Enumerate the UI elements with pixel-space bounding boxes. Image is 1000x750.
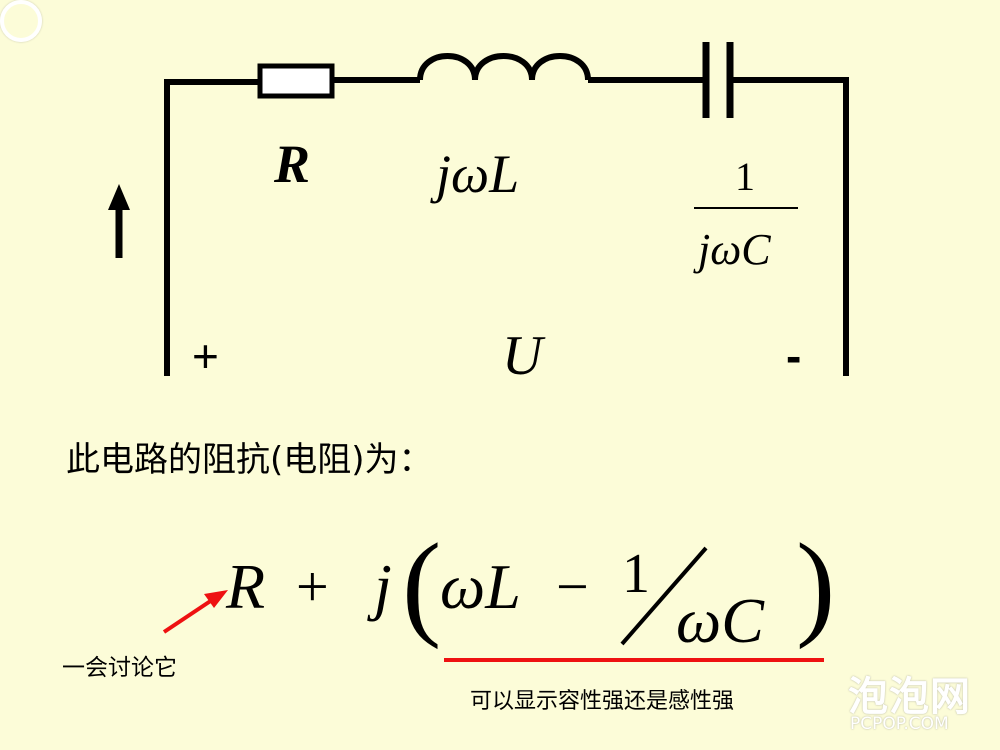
formula-omega-c: ωC <box>676 585 765 656</box>
arrow-note: 一会讨论它 <box>62 655 177 681</box>
left-wire <box>164 79 260 376</box>
inductor-coil <box>417 53 591 81</box>
voltage-label: U <box>502 325 546 387</box>
formula-one: 1 <box>622 543 650 605</box>
formula-open-paren: ( <box>402 519 441 650</box>
watermark-brand-cn: 泡泡网 <box>848 674 971 720</box>
red-arrow-icon <box>204 590 228 608</box>
capacitor-numerator: 1 <box>735 154 755 199</box>
impedance-caption: 此电路的阻抗(电阻)为： <box>66 440 433 480</box>
formula-plus: + <box>296 554 329 619</box>
formula-r: R <box>225 551 265 622</box>
formula-minus: − <box>556 554 589 619</box>
watermark-brand-en: PCPOP.COM <box>850 714 949 734</box>
formula-slash <box>620 546 708 646</box>
formula-j: j <box>367 551 392 622</box>
capacitor-denominator: jωC <box>693 225 771 274</box>
watermark-logo-icon <box>0 0 42 42</box>
current-arrow-icon <box>108 184 130 210</box>
minus-sign: - <box>786 330 801 382</box>
right-wire <box>732 77 849 376</box>
underline-note: 可以显示容性强还是感性强 <box>470 689 735 714</box>
formula-close-paren: ) <box>796 519 835 650</box>
plus-sign: + <box>192 330 219 382</box>
inductor-label: jωL <box>430 144 519 204</box>
red-arrow-shaft <box>162 598 214 634</box>
formula-omega-l: ωL <box>440 551 521 622</box>
resistor-label: R <box>273 134 310 194</box>
resistor <box>257 63 335 99</box>
